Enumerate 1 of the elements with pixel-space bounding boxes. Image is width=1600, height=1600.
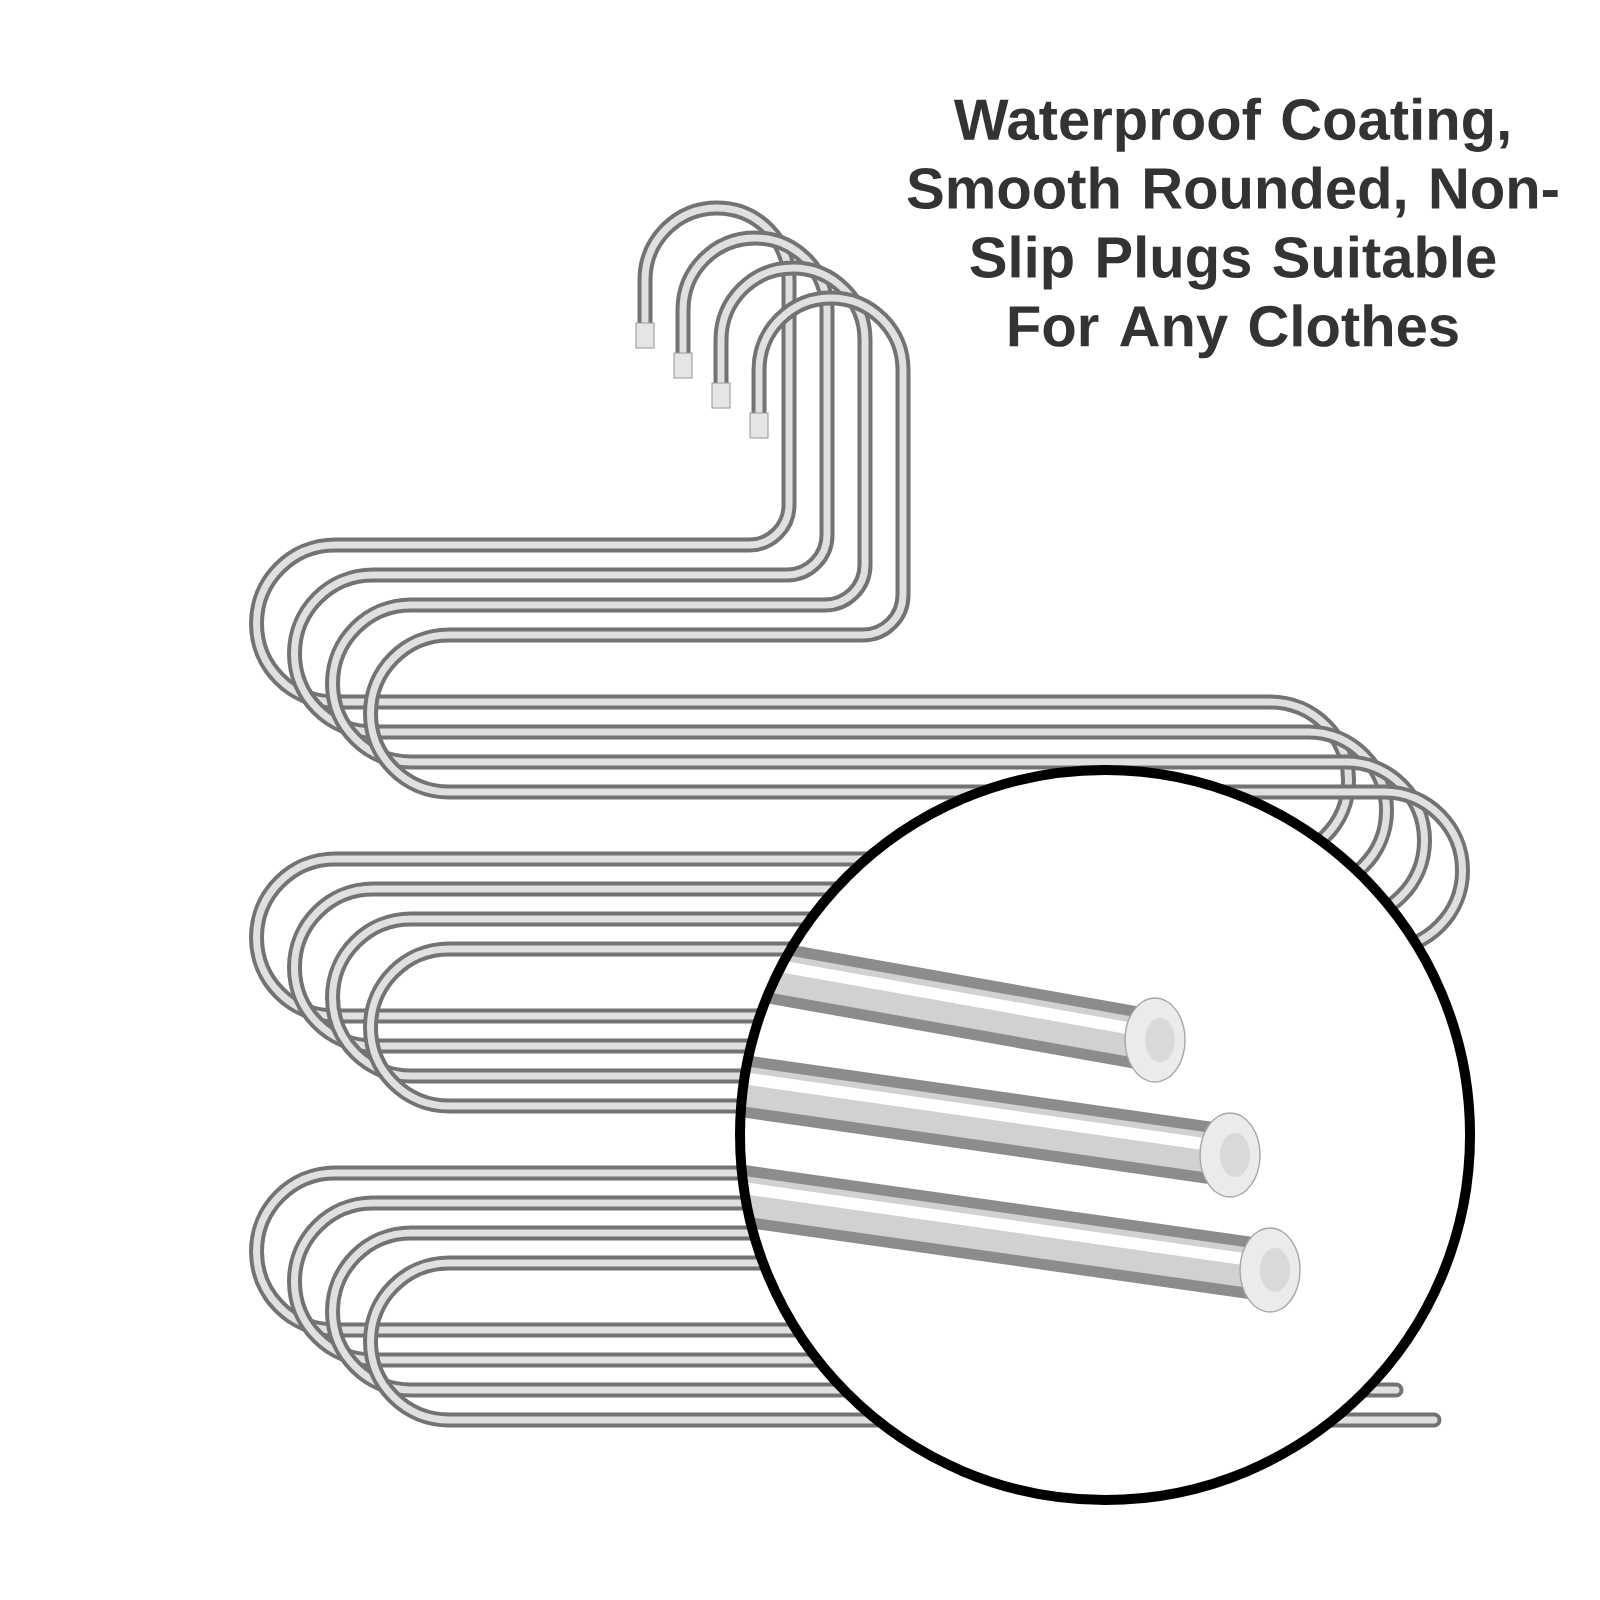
feature-text: Waterproof Coating, Smooth Rounded, Non-Slip Plugs Suitable For Any Clothes <box>907 97 1558 359</box>
